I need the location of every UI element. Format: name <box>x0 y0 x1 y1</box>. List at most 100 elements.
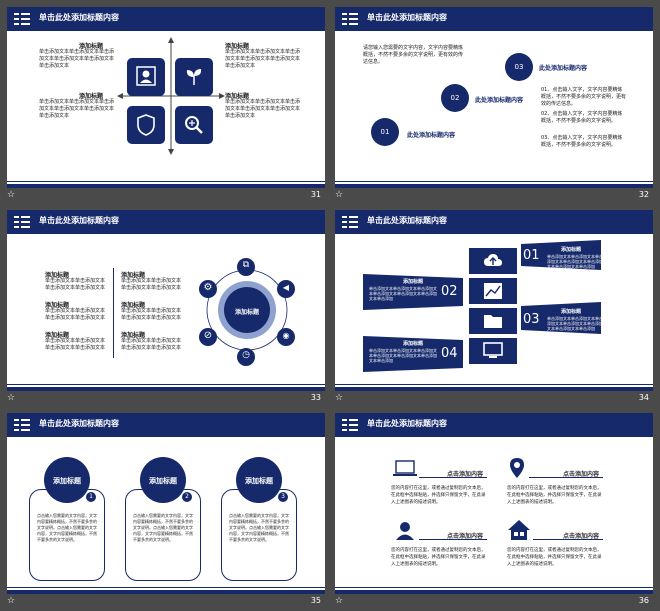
text-4[interactable]: 您的内容打在这里，或者通过复制您的文本后，在此框中选择粘贴，并选择只保留文字，在… <box>507 548 602 567</box>
slide-title[interactable]: 单击此处添加标题内容 <box>39 216 119 225</box>
text-6[interactable]: 单击添加文本单击添加文本单击添加文本单击添加文本 <box>121 338 182 351</box>
heading-04[interactable]: 添加标题 <box>403 341 424 347</box>
tile-user[interactable] <box>127 58 165 96</box>
card-3-circle[interactable] <box>236 457 282 503</box>
heading-6[interactable]: 添加标题 <box>121 332 146 339</box>
heading-2[interactable]: 点击添加内容 <box>563 471 600 478</box>
heading-1[interactable]: 点击添加内容 <box>447 471 484 478</box>
heading-03[interactable]: 添加标题 <box>561 309 582 315</box>
step-heading-03[interactable]: 此处添加标题内容 <box>539 65 588 72</box>
line-1 <box>419 477 487 478</box>
text-left-1[interactable]: 单击添加文本单击添加文本单击添加文本单击添加文本单击添加文本单击添加文本 <box>39 49 115 69</box>
person-icon <box>396 522 414 540</box>
text-right-2[interactable]: 单击添加文本单击添加文本单击添加文本单击添加文本单击添加文本单击添加文本 <box>225 99 301 119</box>
slide-title[interactable]: 单击此处添加标题内容 <box>367 13 447 22</box>
heading-4[interactable]: 添加标题 <box>121 272 146 279</box>
heading-3[interactable]: 点击添加内容 <box>447 533 484 540</box>
list-item-02[interactable]: 02、点击输入文字，文字内容要精炼概括，不然不要多余的文字说明。 <box>541 111 623 124</box>
eye-icon: ◉ <box>282 331 290 340</box>
text-2[interactable]: 您的内容打在这里，或者通过复制您的文本后，在此框中选择粘贴，并选择只保留文字，在… <box>507 486 602 505</box>
orbit-node-clock[interactable]: ◷ <box>237 348 255 366</box>
slide-32[interactable]: 单击此处添加标题内容 请您输入您需要的文字内容，文字内容要精炼概括，不然不要多余… <box>335 7 653 188</box>
slide-32-footer: ☆ 32 <box>335 188 653 204</box>
card-1-heading[interactable]: 添加标题 <box>53 477 81 485</box>
card-1-text[interactable]: 点击输入您需要的文字内容，文字内容要精炼概括，不然不要多余的文字说明。点击输入您… <box>37 513 97 542</box>
heading-2[interactable]: 添加标题 <box>45 302 70 309</box>
star-icon[interactable]: ☆ <box>7 393 16 403</box>
star-icon[interactable]: ☆ <box>7 190 16 200</box>
text-1[interactable]: 单击添加文本单击添加文本单击添加文本单击添加文本 <box>45 278 106 291</box>
star-icon[interactable]: ☆ <box>335 393 344 403</box>
card-3-heading[interactable]: 添加标题 <box>245 477 273 485</box>
text-right-1[interactable]: 单击添加文本单击添加文本单击添加文本单击添加文本单击添加文本单击添加文本 <box>225 49 301 69</box>
tile-cloud[interactable] <box>469 248 517 274</box>
heading-right-2[interactable]: 添加标题 <box>225 93 250 100</box>
step-circle-01[interactable]: 01 <box>371 118 399 146</box>
slide-title[interactable]: 单击此处添加标题内容 <box>39 419 119 428</box>
step-heading-02[interactable]: 此处添加标题内容 <box>475 97 524 104</box>
star-icon[interactable]: ☆ <box>335 190 344 200</box>
list-item-01[interactable]: 01、点击输入文字，文字内容要精炼概括，不然不要多余的文字说明，更有效的传达信息… <box>541 87 627 107</box>
num-01[interactable]: 01 <box>523 248 540 263</box>
orbit-node-gear[interactable]: ⚙ <box>199 280 217 298</box>
heading-3[interactable]: 添加标题 <box>45 332 70 339</box>
text-3[interactable]: 单击添加文本单击添加文本单击添加文本单击添加文本 <box>45 338 106 351</box>
line-4 <box>533 539 603 540</box>
text-1[interactable]: 您的内容打在这里，或者通过复制您的文本后，在此框中选择粘贴，并选择只保留文字，在… <box>391 486 486 505</box>
slide-title[interactable]: 单击此处添加标题内容 <box>367 419 447 428</box>
orbit-node-eye[interactable]: ◉ <box>277 328 295 346</box>
text-5[interactable]: 单击添加文本单击添加文本单击添加文本单击添加文本 <box>121 308 182 321</box>
orbit-node-block[interactable]: ⊘ <box>199 328 217 346</box>
slide-34[interactable]: 单击此处添加标题内容 01 添加标题 单击添加文本单击添加文本单击添加文本单击添… <box>335 210 653 391</box>
heading-02[interactable]: 添加标题 <box>403 279 424 285</box>
gear-icon: ⚙ <box>203 282 213 293</box>
text-03[interactable]: 单击添加文本单击添加文本单击添加文本单击添加文本单击添加文本单击添加文本单击添加 <box>547 316 603 331</box>
orbit-node-top[interactable]: ⧉ <box>237 258 255 276</box>
page-number: 31 <box>310 190 321 199</box>
text-02[interactable]: 单击添加文本单击添加文本单击添加文本单击添加文本单击添加文本单击添加文本单击添加 <box>369 286 437 301</box>
card-2-heading[interactable]: 添加标题 <box>149 477 177 485</box>
slide-35[interactable]: 单击此处添加标题内容 添加标题 1 点击输入您需要的文字内容，文字内容要精炼概括… <box>7 413 325 594</box>
intro-text[interactable]: 请您输入您需要的文字内容，文字内容要精炼概括，不然不要多余的文字说明，更有效的传… <box>363 45 464 65</box>
step-heading-01[interactable]: 此处添加标题内容 <box>407 132 456 139</box>
center-label[interactable]: 添加标题 <box>234 309 259 316</box>
step-circle-03[interactable]: 03 <box>505 53 533 81</box>
card-2-text[interactable]: 点击输入您需要的文字内容，文字内容要精炼概括，不然不要多余的文字说明。点击输入您… <box>133 513 193 542</box>
text-01[interactable]: 单击添加文本单击添加文本单击添加文本单击添加文本单击添加文本单击添加文本单击添加 <box>547 254 603 269</box>
tile-shield[interactable] <box>127 106 165 144</box>
heading-5[interactable]: 添加标题 <box>121 302 146 309</box>
tile-leaf[interactable] <box>175 58 213 96</box>
slide-33[interactable]: 单击此处添加标题内容 添加标题 单击添加文本单击添加文本单击添加文本单击添加文本… <box>7 210 325 391</box>
num-03[interactable]: 03 <box>523 312 540 327</box>
text-4[interactable]: 单击添加文本单击添加文本单击添加文本单击添加文本 <box>121 278 182 291</box>
text-2[interactable]: 单击添加文本单击添加文本单击添加文本单击添加文本 <box>45 308 106 321</box>
slide-title[interactable]: 单击此处添加标题内容 <box>39 13 119 22</box>
slide-36[interactable]: 单击此处添加标题内容 点击添加内容 您的内容打在这里，或者通过复制您的文本后，在… <box>335 413 653 594</box>
tile-folder[interactable] <box>469 308 517 334</box>
card-2-circle[interactable] <box>140 457 186 503</box>
cloud-upload-icon <box>484 254 502 266</box>
star-icon[interactable]: ☆ <box>335 596 344 606</box>
text-04[interactable]: 单击添加文本单击添加文本单击添加文本单击添加文本单击添加文本单击添加文本单击添加 <box>369 348 437 363</box>
tile-chart[interactable] <box>469 278 517 304</box>
tile-monitor[interactable] <box>469 338 517 364</box>
heading-01[interactable]: 添加标题 <box>561 247 582 253</box>
text-3[interactable]: 您的内容打在这里，或者通过复制您的文本后，在此框中选择粘贴，并选择只保留文字，在… <box>391 548 486 567</box>
orbit-node-megaphone[interactable]: ◀ <box>277 280 295 298</box>
card-1-circle[interactable] <box>44 457 90 503</box>
heading-1[interactable]: 添加标题 <box>45 272 70 279</box>
card-3-text[interactable]: 点击输入您需要的文字内容，文字内容要精炼概括，不然不要多余的文字说明。点击输入您… <box>229 513 289 542</box>
heading-left-2[interactable]: 添加标题 <box>79 93 104 100</box>
text-left-2[interactable]: 单击添加文本单击添加文本单击添加文本单击添加文本单击添加文本单击添加文本 <box>39 99 115 119</box>
heading-right-1[interactable]: 添加标题 <box>225 43 250 50</box>
list-item-03[interactable]: 03、点击输入文字，文字内容要精炼概括，不然不要多余的文字说明。 <box>541 135 623 148</box>
step-circle-02[interactable]: 02 <box>441 84 469 112</box>
num-04[interactable]: 04 <box>441 346 458 361</box>
star-icon[interactable]: ☆ <box>7 596 16 606</box>
tile-search[interactable] <box>175 106 213 144</box>
heading-4[interactable]: 点击添加内容 <box>563 533 600 540</box>
heading-left-1[interactable]: 添加标题 <box>79 43 104 50</box>
slide-title[interactable]: 单击此处添加标题内容 <box>367 216 447 225</box>
num-02[interactable]: 02 <box>441 284 458 299</box>
slide-31[interactable]: 单击此处添加标题内容 添加标题 单击添加文本单击添加文本单击添加文本单击添加文本… <box>7 7 325 188</box>
